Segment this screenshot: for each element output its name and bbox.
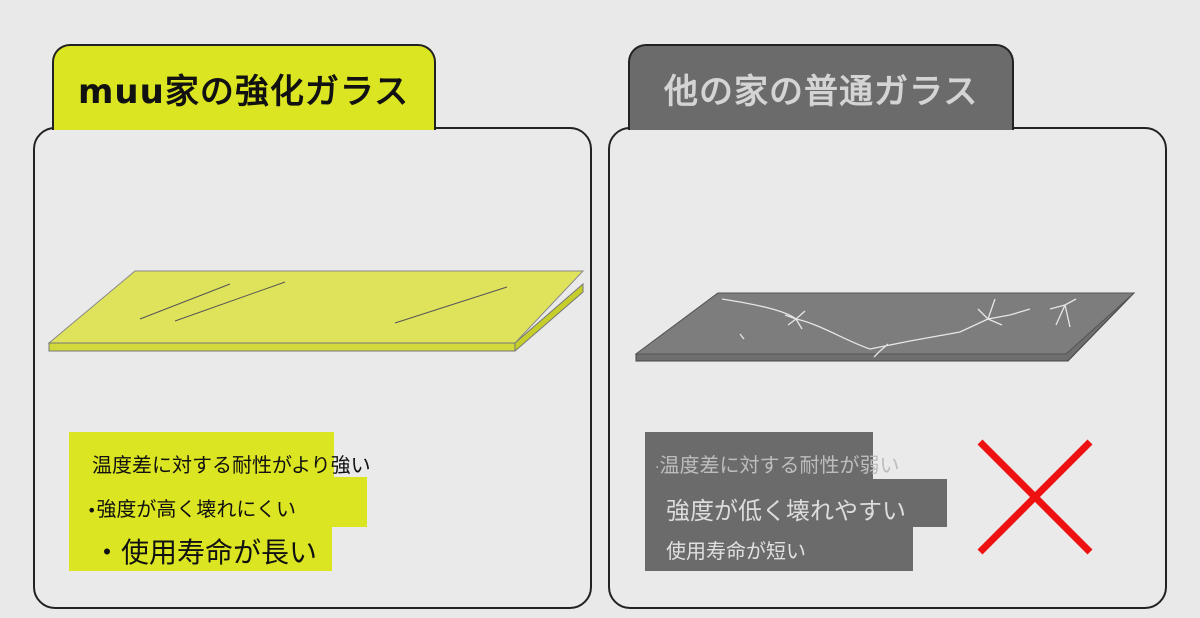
ordinary-glass-tab: 他の家の普通ガラス <box>628 44 1014 130</box>
feature-highlight <box>645 432 873 480</box>
feature-heat-label: 温度差に対する耐性が弱い <box>659 453 900 477</box>
muu-glass-title: muu家の強化ガラス <box>78 71 410 112</box>
feature-highlight <box>69 477 367 527</box>
feature-highlight <box>645 525 913 571</box>
feature-heat-resistance: ·温度差に対する耐性が弱い <box>655 449 899 478</box>
feature-lifespan: ・使用寿命が長い <box>93 536 318 569</box>
feature-heat-resistance: 温度差に対する耐性がより強い <box>92 453 371 477</box>
feature-highlight <box>69 432 334 480</box>
muu-glass-panel: 温度差に対する耐性がより強い •強度が高く壊れにくい ・使用寿命が長い <box>33 127 592 609</box>
cross-mark-icon <box>977 439 1093 555</box>
bullet-dot: · <box>655 460 660 476</box>
ordinary-glass-title: 他の家の普通ガラス <box>664 71 979 112</box>
ordinary-glass-panel: ·温度差に対する耐性が弱い 強度が低く壊れやすい 使用寿命が短い <box>608 127 1167 609</box>
bullet-dot: • <box>87 501 97 520</box>
feature-lifespan: 使用寿命が短い <box>666 539 806 563</box>
muu-glass-tab: muu家の強化ガラス <box>52 44 436 130</box>
feature-strength: 強度が低く壊れやすい <box>666 497 906 525</box>
feature-highlight <box>645 479 947 527</box>
feature-strength: •強度が高く壊れにくい <box>87 493 296 522</box>
feature-highlight <box>69 525 332 571</box>
tempered-glass-sheet-icon <box>47 270 585 352</box>
cracked-glass-sheet-icon <box>634 292 1136 362</box>
feature-strength-label: 強度が高く壊れにくい <box>96 497 297 521</box>
